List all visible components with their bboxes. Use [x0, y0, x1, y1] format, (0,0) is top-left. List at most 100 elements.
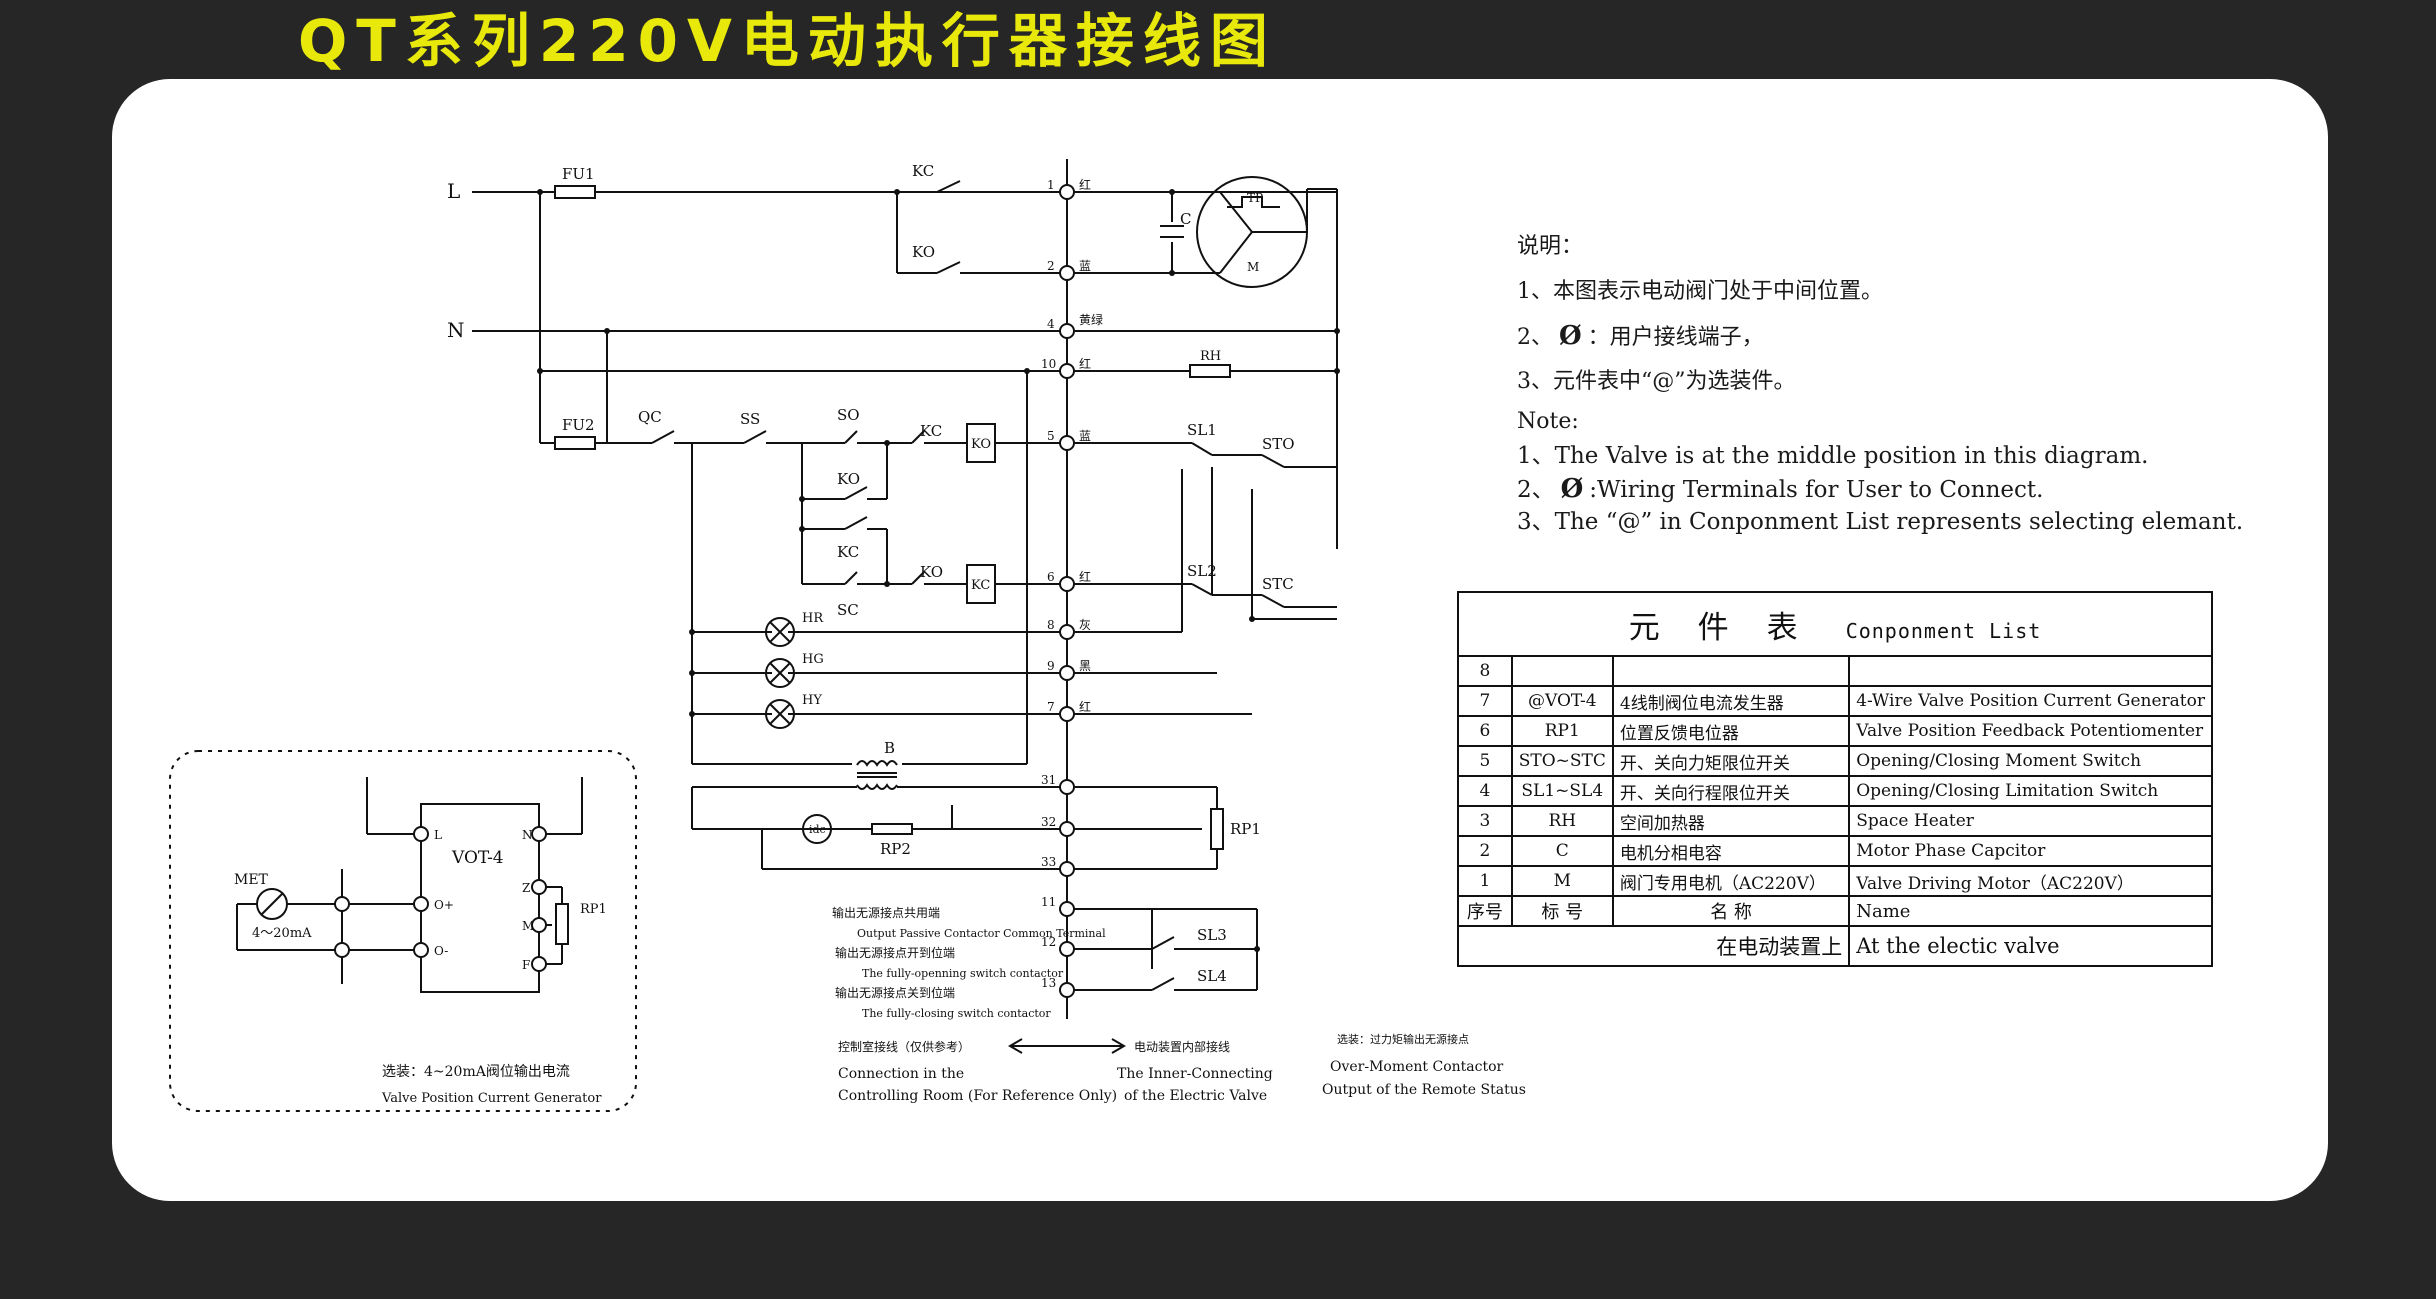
- table-row: 1 M 阀门专用电机（AC220V） Valve Driving Motor（A…: [1457, 865, 2213, 897]
- table-row: 7 @VOT-4 4线制阀位电流发生器 4-Wire Valve Positio…: [1457, 685, 2213, 717]
- limit-label-sl2: SL2: [1187, 562, 1217, 580]
- contact-label-kc2: KC: [920, 422, 942, 440]
- vot-pin-n: N: [522, 828, 533, 842]
- limit-label-sl1: SL1: [1187, 421, 1217, 439]
- terminal-number: 12: [1041, 935, 1056, 949]
- row-code: C: [1510, 835, 1614, 867]
- header-name-cn: 名 称: [1611, 895, 1851, 927]
- room-label-cn: 控制室接线（仅供参考）: [838, 1039, 970, 1054]
- terminal-number: 10: [1041, 357, 1056, 371]
- vot-pin-z: Z: [522, 881, 530, 895]
- row-name-en: 4-Wire Valve Position Current Generator: [1848, 685, 2213, 717]
- transformer-label: B: [884, 739, 895, 757]
- room-label-en-2: Controlling Room (For Reference Only): [838, 1088, 1117, 1104]
- row-name-en: [1848, 655, 2213, 687]
- notes-en-1: 1、The Valve is at the middle position in…: [1517, 443, 2149, 469]
- table-row: 3 RH 空间加热器 Space Heater: [1457, 805, 2213, 837]
- fuse-label-fu1: FU1: [562, 165, 595, 183]
- vot-rp1-label: RP1: [580, 902, 607, 917]
- table-row: 6 RP1 位置反馈电位器 Valve Position Feedback Po…: [1457, 715, 2213, 747]
- vot-range-label: 4～20mA: [252, 926, 312, 941]
- notes-cn-2: 2、Ø：用户接线端子，: [1517, 314, 2243, 359]
- notes-en-2: 2、Ø:Wiring Terminals for User to Connect…: [1517, 473, 2243, 506]
- row-name-cn: 阀门专用电机（AC220V）: [1611, 865, 1851, 897]
- row-no: 8: [1457, 655, 1513, 687]
- row-name-cn: 4线制阀位电流发生器: [1611, 685, 1851, 717]
- notes-cn-heading: 说明：: [1517, 234, 1584, 259]
- header-name-en: Name: [1848, 895, 2213, 927]
- component-list-title-cn: 元件表: [1628, 609, 1836, 646]
- row-name-en: Opening/Closing Moment Switch: [1848, 745, 2213, 777]
- valve-label-en-2: of the Electric Valve: [1124, 1088, 1267, 1104]
- coil-label-ko: KO: [971, 437, 991, 452]
- vot-met-label: MET: [234, 872, 269, 888]
- table-header-row: 序号 标 号 名 称 Name: [1457, 895, 2213, 927]
- contact-label-ss: SS: [740, 410, 760, 428]
- terminal-number: 4: [1047, 317, 1055, 331]
- row-name-en: Opening/Closing Limitation Switch: [1848, 775, 2213, 807]
- pot-label-rp2: RP2: [880, 840, 911, 858]
- terminal-symbol-icon: Ø: [1560, 474, 1584, 504]
- contact-label-kc: KC: [912, 162, 934, 180]
- capacitor-label: C: [1180, 210, 1191, 228]
- valve-label-cn: 电动装置内部接线: [1134, 1039, 1230, 1054]
- row-name-en: Valve Position Feedback Potentiomenter: [1848, 715, 2213, 747]
- header-no: 序号: [1457, 895, 1513, 927]
- open-contact-en: The fully-openning switch contactor: [862, 967, 1064, 980]
- contact-label-ko2: KO: [837, 470, 860, 488]
- row-code: SL1~SL4: [1510, 775, 1614, 807]
- notes-en-heading: Note:: [1517, 409, 1579, 434]
- wire-color: 黑: [1079, 659, 1091, 673]
- header-code: 标 号: [1510, 895, 1614, 927]
- row-no: 6: [1457, 715, 1513, 747]
- row-no: 1: [1457, 865, 1513, 897]
- bus-label-n: N: [447, 318, 465, 342]
- terminal-number: 11: [1041, 895, 1056, 909]
- vot-name: VOT-4: [451, 848, 504, 868]
- table-row: 4 SL1~SL4 开、关向行程限位开关 Opening/Closing Lim…: [1457, 775, 2213, 807]
- common-terminal-en: Output Passive Contactor Common Terminal: [857, 927, 1106, 940]
- contact-label-sc: SC: [837, 601, 859, 619]
- notes-cn-2-prefix: 2、: [1517, 325, 1553, 350]
- row-no: 2: [1457, 835, 1513, 867]
- row-code: RP1: [1510, 715, 1614, 747]
- lamp-label-hg: HG: [802, 652, 824, 667]
- contact-label-kc3: KC: [837, 543, 859, 561]
- lamp-label-hr: HR: [802, 611, 824, 626]
- contact-label-qc: QC: [638, 408, 662, 426]
- row-name-cn: 位置反馈电位器: [1611, 715, 1851, 747]
- vot-pin-ominus: O-: [434, 944, 448, 958]
- limit-label-sto: STO: [1262, 435, 1295, 453]
- wire-color: 红: [1079, 356, 1091, 371]
- row-code: STO~STC: [1510, 745, 1614, 777]
- vot-pin-m: M: [522, 919, 534, 933]
- notes-cn-3: 3、元件表中“@”为选装件。: [1517, 369, 1796, 394]
- wire-color: 红: [1079, 699, 1091, 714]
- terminal-symbol-icon: Ø: [1559, 321, 1582, 351]
- row-code: [1510, 655, 1614, 687]
- lamp-label-hy: HY: [802, 693, 822, 708]
- heater-label: RH: [1200, 349, 1221, 364]
- open-contact-cn: 输出无源接点开到位端: [835, 945, 955, 960]
- over-moment-en-1: Over-Moment Contactor: [1330, 1059, 1504, 1075]
- room-label-en-1: Connection in the: [838, 1066, 964, 1082]
- terminal-number: 13: [1041, 976, 1056, 990]
- over-moment-en-2: Output of the Remote Status: [1322, 1082, 1526, 1098]
- vot-caption-en: Valve Position Current Generator: [381, 1091, 602, 1106]
- row-code: M: [1510, 865, 1614, 897]
- contact-label-so: SO: [837, 406, 860, 424]
- diagram-panel: L N FU1 FU2 KC KO QC SS SO SC KC KO KC K…: [112, 79, 2328, 1201]
- common-terminal-cn: 输出无源接点共用端: [832, 905, 940, 920]
- close-contact-en: The fully-closing switch contactor: [862, 1007, 1051, 1020]
- wire-color: 蓝: [1079, 259, 1091, 273]
- fuse-label-fu2: FU2: [562, 416, 595, 434]
- vot-pin-oplus: O+: [434, 898, 454, 912]
- motor-tp-label: TP: [1247, 191, 1263, 205]
- row-name-en: Valve Driving Motor（AC220V）: [1848, 865, 2213, 897]
- row-name-cn: 空间加热器: [1611, 805, 1851, 837]
- table-row: 2 C 电机分相电容 Motor Phase Capcitor: [1457, 835, 2213, 867]
- notes-cn-1: 1、本图表示电动阀门处于中间位置。: [1517, 279, 1883, 304]
- terminal-number: 6: [1047, 570, 1055, 584]
